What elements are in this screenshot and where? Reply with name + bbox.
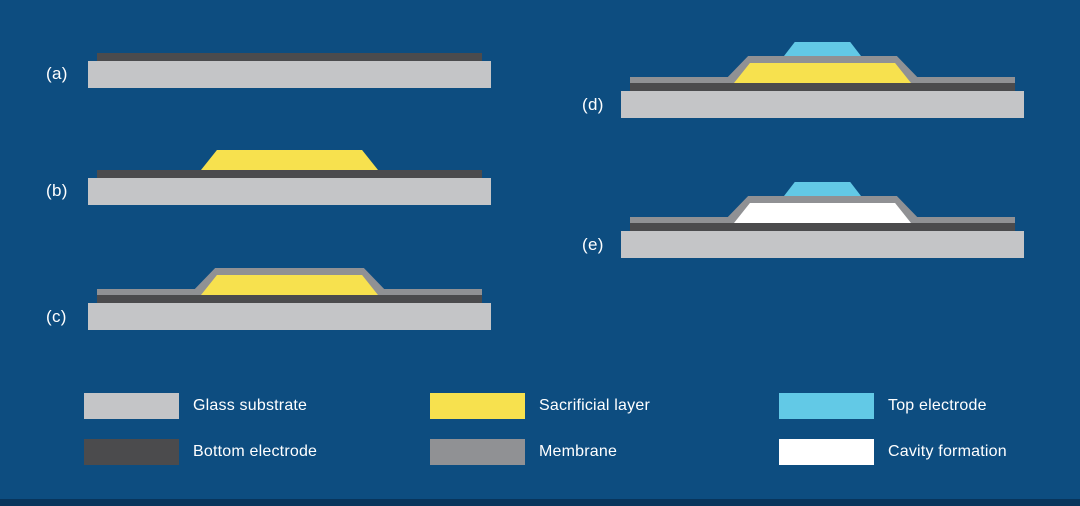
- legend-item-bottom-electrode: Bottom electrode: [84, 439, 317, 465]
- step-a-label: (a): [46, 64, 68, 83]
- sacrificial-layer: [201, 150, 378, 170]
- glass-substrate-layer: [88, 61, 491, 88]
- legend-label-glass-substrate: Glass substrate: [193, 397, 308, 414]
- glass-substrate-layer: [621, 91, 1024, 118]
- step-c-diagram: [88, 268, 491, 330]
- legend-swatch-top-electrode: [779, 393, 874, 419]
- legend-swatch-membrane: [430, 439, 525, 465]
- step-c-label: (c): [46, 307, 67, 326]
- legend-swatch-cavity-formation: [779, 439, 874, 465]
- bottom-electrode-layer: [630, 83, 1015, 91]
- step-e-label: (e): [582, 235, 604, 254]
- sacrificial-layer: [201, 275, 378, 295]
- legend-item-top-electrode: Top electrode: [779, 393, 987, 419]
- legend-item-membrane: Membrane: [430, 439, 617, 465]
- legend-item-cavity-formation: Cavity formation: [779, 439, 1007, 465]
- top-electrode-layer: [784, 182, 861, 196]
- step-d-diagram: [621, 42, 1024, 118]
- top-electrode-layer: [784, 42, 861, 56]
- legend-swatch-glass-substrate: [84, 393, 179, 419]
- legend-label-sacrificial-layer: Sacrificial layer: [539, 397, 650, 414]
- cavity-layer: [734, 203, 911, 223]
- legend-item-sacrificial-layer: Sacrificial layer: [430, 393, 650, 419]
- bottom-electrode-layer: [97, 170, 482, 178]
- step-a-diagram: [88, 53, 491, 88]
- legend-item-glass-substrate: Glass substrate: [84, 393, 307, 419]
- footer-strip: [0, 499, 1080, 506]
- bottom-electrode-layer: [97, 295, 482, 303]
- glass-substrate-layer: [88, 303, 491, 330]
- step-e-diagram: [621, 182, 1024, 258]
- bottom-electrode-layer: [97, 53, 482, 61]
- sacrificial-layer: [734, 63, 911, 83]
- glass-substrate-layer: [88, 178, 491, 205]
- bottom-electrode-layer: [630, 223, 1015, 231]
- legend-label-top-electrode: Top electrode: [888, 397, 987, 414]
- legend-label-bottom-electrode: Bottom electrode: [193, 443, 318, 460]
- legend-label-cavity-formation: Cavity formation: [888, 443, 1007, 460]
- legend-label-membrane: Membrane: [539, 443, 618, 460]
- legend-swatch-bottom-electrode: [84, 439, 179, 465]
- step-b-label: (b): [46, 181, 68, 200]
- step-b-diagram: [88, 150, 491, 205]
- step-d-label: (d): [582, 95, 604, 114]
- legend-swatch-sacrificial-layer: [430, 393, 525, 419]
- glass-substrate-layer: [621, 231, 1024, 258]
